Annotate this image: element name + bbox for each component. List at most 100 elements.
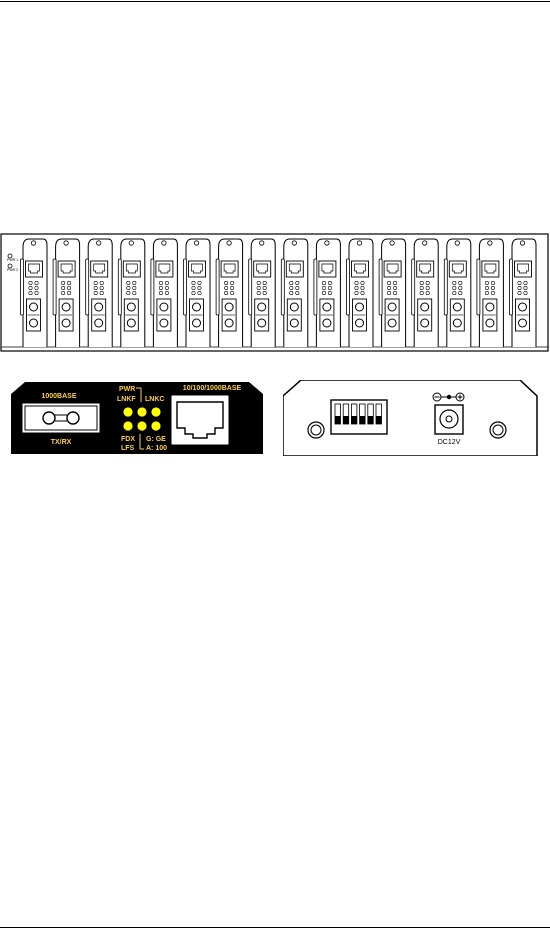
converter-slot: [443, 238, 472, 347]
lfs-label: LFS: [121, 445, 135, 452]
slot-screw[interactable]: [389, 240, 395, 246]
slot-rj45-port[interactable]: [90, 260, 109, 278]
slot-rj45-port[interactable]: [122, 260, 141, 278]
slot-handle[interactable]: [443, 258, 448, 316]
top-rule: [0, 1, 550, 2]
slot-led: [393, 290, 398, 295]
slot-handle[interactable]: [509, 258, 513, 316]
converter-rear-panel: DC12V: [283, 380, 538, 456]
slot-screw[interactable]: [161, 240, 167, 246]
slot-rj45-port[interactable]: [220, 260, 239, 278]
dc-power-jack[interactable]: [434, 404, 464, 435]
sc-fiber-port[interactable]: [21, 402, 101, 434]
slot-rj45-port[interactable]: [514, 260, 532, 278]
slot-rj45-port[interactable]: [416, 260, 435, 278]
slot-rj45-port[interactable]: [448, 260, 467, 278]
slot-led: [452, 285, 457, 290]
slot-led: [158, 280, 163, 285]
slot-led: [164, 280, 169, 285]
converter-front-panel: 1000BASE TX/RX PWR LNKF LNKC FDX LFS G: …: [11, 382, 263, 454]
slot-led: [387, 280, 392, 285]
slot-rj45-port[interactable]: [188, 260, 206, 278]
slot-led: [425, 280, 430, 285]
dip-switch-lever[interactable]: [376, 416, 382, 424]
slot-screw[interactable]: [454, 240, 460, 246]
lnkc-label: LNKC: [145, 396, 164, 403]
slot-led: [34, 290, 39, 295]
slot-led: [34, 280, 39, 285]
slot-handle[interactable]: [20, 258, 24, 316]
fdx-label: FDX: [121, 436, 135, 443]
slot-screw[interactable]: [30, 240, 37, 246]
converter-slots: [20, 238, 537, 347]
slot-screw[interactable]: [63, 240, 69, 246]
dip-switch-lever[interactable]: [367, 416, 374, 424]
slot-led: [387, 290, 392, 295]
rj45-port[interactable]: [170, 394, 230, 446]
slot-led: [419, 285, 424, 290]
slot-screw[interactable]: [226, 240, 232, 246]
slot-handle[interactable]: [117, 258, 122, 316]
slot-led: [158, 285, 163, 290]
slot-led: [132, 280, 137, 285]
slot-handle[interactable]: [378, 258, 383, 316]
converter-slot: [378, 238, 407, 347]
slot-handle[interactable]: [346, 258, 350, 316]
dip-switch-lever[interactable]: [343, 416, 349, 424]
converter-slot: [476, 238, 504, 347]
dip-switch-lever[interactable]: [351, 416, 357, 424]
slot-rj45-port[interactable]: [351, 260, 369, 278]
slot-led: [191, 290, 196, 295]
rear-panel-body: [283, 380, 538, 456]
slot-handle[interactable]: [215, 258, 220, 316]
dip-switch[interactable]: [330, 399, 388, 435]
slot-handle[interactable]: [313, 258, 318, 316]
slot-handle[interactable]: [183, 258, 187, 316]
slot-screw[interactable]: [519, 240, 526, 246]
slot-screw[interactable]: [487, 240, 493, 246]
slot-led: [419, 290, 424, 295]
slot-rj45-port[interactable]: [383, 260, 402, 278]
left-screw-hole: [307, 421, 325, 439]
converter-slot: [248, 238, 276, 347]
slot-handle[interactable]: [248, 258, 253, 316]
slot-handle[interactable]: [52, 258, 57, 316]
slot-handle[interactable]: [150, 258, 155, 316]
speed-ge-label: G: GE: [146, 436, 166, 443]
slot-led: [289, 285, 294, 290]
slot-rj45-port[interactable]: [57, 260, 76, 278]
slot-handle[interactable]: [411, 258, 416, 316]
slot-screw[interactable]: [128, 240, 134, 246]
slot-screw[interactable]: [291, 240, 297, 246]
dip-switch-lever[interactable]: [359, 416, 366, 424]
slot-led: [321, 290, 326, 295]
slot-screw[interactable]: [96, 240, 102, 246]
slot-rj45-port[interactable]: [25, 260, 43, 278]
slot-rj45-port[interactable]: [253, 260, 272, 278]
dc-polarity-icon: [432, 392, 465, 402]
slot-handle[interactable]: [280, 258, 285, 316]
converter-slot: [411, 238, 439, 347]
dip-switch-lever[interactable]: [335, 416, 341, 424]
slot-screw[interactable]: [193, 240, 200, 246]
slot-screw[interactable]: [259, 240, 265, 246]
slot-screw[interactable]: [422, 240, 428, 246]
slot-rj45-port[interactable]: [481, 260, 500, 278]
slot-led: [425, 290, 430, 295]
slot-led: [67, 280, 72, 285]
slot-rj45-port[interactable]: [318, 260, 337, 278]
slot-screw[interactable]: [356, 240, 363, 246]
slot-handle[interactable]: [85, 258, 90, 316]
slot-screw[interactable]: [324, 240, 330, 246]
slot-led: [523, 285, 528, 290]
slot-led: [28, 285, 33, 290]
slot-rj45-port[interactable]: [155, 260, 174, 278]
slot-led: [321, 280, 326, 285]
slot-rj45-port[interactable]: [285, 260, 304, 278]
slot-handle[interactable]: [476, 258, 481, 316]
slot-led: [256, 290, 261, 295]
slot-led: [197, 290, 202, 295]
slot-led: [191, 285, 196, 290]
slot-led: [484, 290, 489, 295]
slot-led: [419, 280, 424, 285]
